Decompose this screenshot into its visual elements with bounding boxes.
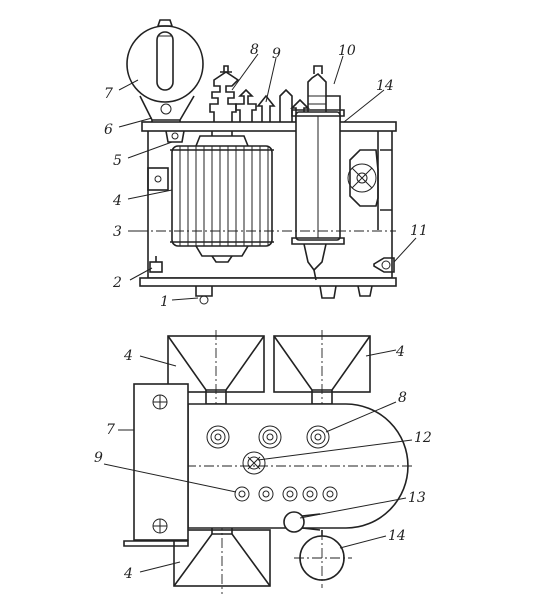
plan-leaders (103, 349, 413, 573)
side-view: 7 6 5 4 3 2 1 8 9 10 14 11 (104, 19, 428, 310)
plan-label-14: 14 (388, 528, 406, 544)
label-14: 14 (376, 78, 394, 94)
bushings-plan (206, 425, 330, 449)
side-leaders (118, 53, 417, 301)
lv-bushings-plan (234, 486, 338, 502)
plan-label-4-right: 4 (395, 344, 405, 360)
bushings (209, 65, 341, 122)
plan-label-13: 13 (408, 490, 426, 506)
plan-label-4-left: 4 (123, 348, 133, 364)
label-6: 6 (104, 122, 113, 138)
label-4: 4 (112, 193, 122, 209)
label-5: 5 (113, 153, 122, 169)
gas-relay-plan (283, 511, 321, 533)
tank-body (139, 130, 397, 287)
label-2: 2 (112, 275, 122, 291)
label-9: 9 (272, 46, 281, 62)
label-1: 1 (160, 294, 169, 310)
tank-plan (186, 403, 414, 529)
fittings (149, 256, 395, 305)
plan-label-7: 7 (106, 422, 115, 438)
tank-cover (141, 121, 397, 132)
cylinder-plan (294, 530, 352, 588)
plan-label-9: 9 (94, 450, 103, 466)
conservator-tank (126, 19, 204, 130)
label-10: 10 (338, 43, 356, 59)
tap-changer-cylinder (291, 109, 345, 281)
label-8: 8 (250, 42, 259, 58)
conservator-plan (123, 383, 189, 547)
plan-label-4-bottom: 4 (123, 566, 133, 582)
label-7: 7 (104, 86, 113, 102)
label-3: 3 (113, 224, 122, 240)
tap-changer-plan (242, 451, 266, 475)
plan-label-8: 8 (398, 390, 407, 406)
core-winding (170, 131, 274, 263)
label-11: 11 (410, 223, 428, 239)
plan-view: 4 4 4 7 8 9 12 13 14 (94, 330, 432, 594)
plan-label-12: 12 (414, 430, 432, 446)
radiators (167, 330, 371, 594)
